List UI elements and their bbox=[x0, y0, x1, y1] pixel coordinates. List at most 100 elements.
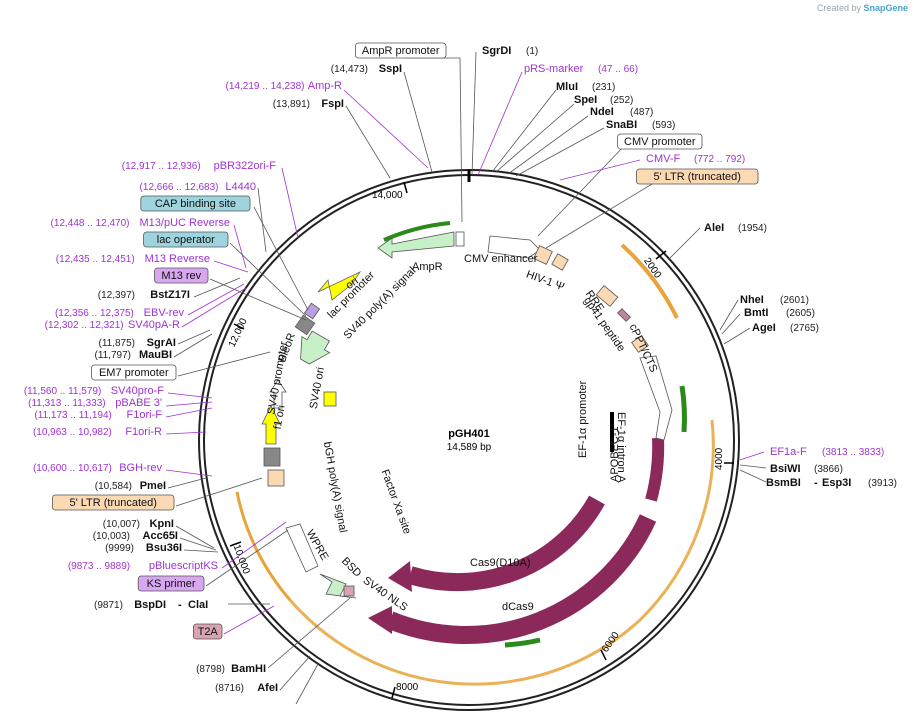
enzyme-label: NheI bbox=[740, 294, 764, 306]
leader-sgrai bbox=[177, 329, 211, 345]
tick-label: 14,000 bbox=[372, 190, 403, 201]
position-label: (1) bbox=[526, 46, 538, 57]
position-label: (1954) bbox=[738, 223, 767, 234]
enzyme-label: BsmBI bbox=[766, 477, 801, 489]
lac-promoter-box bbox=[303, 302, 321, 320]
leader-pbabe bbox=[165, 401, 213, 407]
primer-label: BGH-rev bbox=[119, 462, 162, 474]
position-label: (10,584) bbox=[95, 481, 132, 492]
leader-ef1a-f bbox=[739, 451, 765, 461]
enzyme-label: Esp3I bbox=[822, 477, 851, 489]
feature-label-bsd: BSD bbox=[339, 555, 364, 580]
leader-acc65i bbox=[179, 537, 217, 551]
enzyme-label: KpnI bbox=[150, 518, 174, 530]
enzyme-label: MauBI bbox=[139, 349, 172, 361]
tick-8000 bbox=[391, 686, 396, 699]
leader-sv40pa-r bbox=[181, 287, 247, 328]
leader-amp-r bbox=[343, 89, 429, 169]
ltr-box bbox=[533, 245, 553, 265]
primer-label: pBluescriptKS bbox=[149, 560, 218, 572]
position-label: (8798) bbox=[196, 664, 225, 675]
left-label-box: 5' LTR (truncated) bbox=[69, 497, 156, 509]
ef1a-green-arrow bbox=[679, 385, 687, 433]
ori-arrow bbox=[317, 271, 362, 301]
ampr-promoter-box bbox=[455, 231, 465, 247]
position-label: (11,560 .. 11,579) bbox=[24, 386, 101, 397]
primer-label: EBV-rev bbox=[144, 307, 185, 319]
left-label-box: M13 rev bbox=[161, 270, 201, 282]
position-label: (593) bbox=[652, 120, 675, 131]
left-label-box: EM7 promoter bbox=[99, 367, 169, 379]
position-label: (10,963 .. 10,982) bbox=[33, 427, 112, 438]
left-label-box: T2A bbox=[198, 626, 219, 638]
leader-f1ori-r bbox=[165, 431, 207, 435]
left-label-box: lac operator bbox=[157, 234, 215, 246]
tick-label: 6000 bbox=[600, 630, 622, 655]
leader-prs-marker bbox=[477, 71, 523, 176]
position-label: (12,448 .. 12,470) bbox=[51, 218, 130, 229]
leader-bsu36i bbox=[183, 549, 219, 553]
leader-wpre-r bbox=[223, 605, 275, 635]
primer-label: M13/pUC Reverse bbox=[140, 217, 230, 229]
dcas9-highlight-arc bbox=[288, 419, 715, 686]
tick-14000 bbox=[403, 181, 408, 194]
position-label: (772 .. 792) bbox=[694, 154, 745, 165]
feature-label-f1-ori: f1 ori bbox=[272, 404, 288, 430]
position-label: (9873 .. 9889) bbox=[68, 561, 130, 572]
position-label: (487) bbox=[630, 107, 653, 118]
top-label-cmv-promoter-box bbox=[617, 133, 703, 150]
left-label-box-box bbox=[140, 195, 251, 212]
leader-alei bbox=[667, 227, 701, 261]
enzyme-label: Bsu36I bbox=[146, 542, 182, 554]
leader-maubi bbox=[173, 333, 213, 358]
bleor-arrow bbox=[300, 330, 331, 365]
leader-m13-reverse bbox=[213, 260, 249, 273]
tick-10000 bbox=[229, 541, 242, 547]
enzyme-label: AleI bbox=[704, 222, 724, 234]
primer-label: SV40pA-R bbox=[128, 319, 180, 331]
plasmid-size: 14,589 bp bbox=[447, 442, 492, 453]
sv40-promoter-arrow bbox=[269, 379, 287, 409]
leader-em7 bbox=[177, 351, 271, 377]
position-label: (10,600 .. 10,617) bbox=[33, 463, 112, 474]
snapgene-logo: SnapGene bbox=[863, 3, 908, 13]
snapgene-credit: Created by SnapGene bbox=[817, 3, 908, 13]
primer-label: SV40pro-F bbox=[111, 385, 164, 397]
leader-mlui bbox=[491, 89, 557, 173]
leader-m13-rev bbox=[209, 278, 307, 321]
f1-ori-arrow bbox=[261, 405, 281, 445]
enzyme-label: NdeI bbox=[590, 106, 614, 118]
leader-pbr322ori bbox=[281, 167, 299, 239]
leader-t2a bbox=[267, 597, 351, 669]
left-label-box-box bbox=[143, 231, 229, 248]
cppt-box bbox=[631, 335, 649, 353]
position-label: (2601) bbox=[780, 295, 809, 306]
feature-label-ampr: AmpR bbox=[412, 261, 443, 273]
ef1a-promoter-arrow bbox=[639, 355, 673, 441]
leader-pmei bbox=[167, 477, 207, 489]
cmv-enhancer-arrow bbox=[487, 235, 541, 259]
enzyme-label: ClaI bbox=[188, 599, 208, 611]
left-label-box: CAP binding site bbox=[155, 198, 236, 210]
leader-5ltr bbox=[545, 177, 663, 249]
primer-label: EF1a-F bbox=[770, 446, 807, 458]
bgh-polya-box bbox=[263, 447, 281, 467]
dcas9-arrow bbox=[386, 514, 657, 645]
position-label: (252) bbox=[610, 95, 633, 106]
apobec-arrow bbox=[645, 437, 665, 502]
cas9-arrowhead bbox=[388, 561, 412, 592]
cas9-arrow bbox=[407, 495, 605, 592]
leader-fspi bbox=[345, 105, 391, 179]
leader-sv40pro-f bbox=[167, 392, 213, 399]
leader-bsmbi bbox=[739, 469, 767, 483]
position-label: (13,891) bbox=[273, 99, 310, 110]
ltr-left-highlight-arc bbox=[235, 491, 292, 601]
primer-label: pBABE 3' bbox=[115, 397, 162, 409]
leader-bstz17i bbox=[193, 277, 241, 298]
left-label-box-box bbox=[154, 267, 209, 284]
top-label-5ltr: 5' LTR (truncated) bbox=[653, 171, 740, 183]
primer-label: F1ori-R bbox=[125, 426, 162, 438]
position-label: (12,356 .. 12,375) bbox=[55, 308, 134, 319]
enzyme-label: Acc65I bbox=[143, 530, 178, 542]
primer-label: pRS-marker bbox=[524, 63, 584, 75]
